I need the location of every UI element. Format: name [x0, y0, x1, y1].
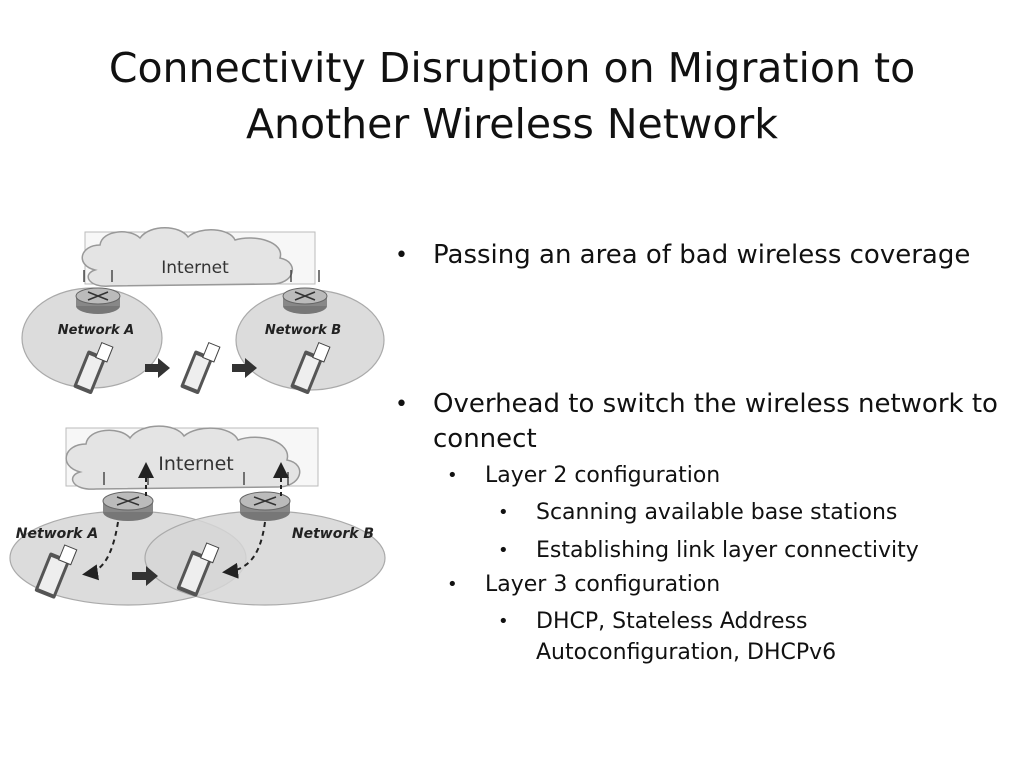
top-device-2-icon — [180, 341, 221, 394]
bullet-item: • Layer 3 configuration — [447, 571, 1005, 599]
bottom-panel: Internet Network A Network B — [9, 425, 386, 606]
top-network-b-label: Network B — [265, 323, 341, 338]
bottom-arrow-icon — [132, 566, 158, 586]
bottom-network-a-label: Network A — [16, 526, 98, 542]
bottom-network-b-label: Network B — [292, 526, 374, 542]
bullet-item: • Scanning available base stations — [498, 497, 1005, 528]
bullet-dot: • — [395, 392, 408, 417]
top-cloud — [81, 227, 294, 287]
bottom-device-2-icon — [176, 542, 220, 597]
top-device-3-icon — [290, 341, 331, 394]
bullet-item: • Overhead to switch the wireless networ… — [395, 387, 1005, 457]
bullet-dot: • — [395, 243, 408, 268]
bullet-text: Passing an area of bad wireless coverage — [433, 240, 971, 270]
bullet-item: • Establishing link layer connectivity — [498, 535, 1005, 566]
top-device-1-icon — [73, 341, 114, 394]
top-router-a-icon — [75, 270, 121, 314]
bullet-dot: • — [498, 540, 509, 561]
bottom-cloud-label: Internet — [158, 453, 233, 475]
bullet-dot: • — [498, 502, 509, 523]
bullet-dot: • — [447, 574, 458, 595]
bullet-text: Overhead to switch the wireless network … — [433, 389, 998, 454]
bullet-text: Establishing link layer connectivity — [536, 538, 919, 563]
bullet-dot: • — [447, 465, 458, 486]
migration-diagram: Internet Network A Network B — [9, 227, 386, 606]
bottom-link-b-icon — [222, 521, 266, 579]
top-panel: Internet Network A Network B — [21, 227, 385, 394]
title-line-2: Another Wireless Network — [245, 100, 779, 148]
bullet-text: Layer 2 configuration — [485, 463, 721, 488]
top-arrow-2-icon — [232, 358, 257, 378]
bullet-item: • Layer 2 configuration — [447, 462, 1005, 490]
bullet-item: • Passing an area of bad wireless covera… — [395, 238, 1005, 273]
top-router-b-icon — [282, 270, 328, 314]
bottom-router-b-icon — [239, 472, 291, 521]
bottom-device-1-icon — [34, 544, 78, 599]
bullet-list: • Passing an area of bad wireless covera… — [395, 238, 1005, 668]
bullet-text: DHCP, Stateless Address Autoconfiguratio… — [536, 609, 837, 665]
slide-title: Connectivity Disruption on Migration to … — [40, 40, 984, 152]
bullet-item: • DHCP, Stateless Address Autoconfigurat… — [498, 606, 1005, 668]
bottom-link-a-icon — [82, 521, 119, 581]
bullet-text: Scanning available base stations — [536, 500, 898, 525]
top-cloud-label: Internet — [161, 258, 229, 278]
title-line-1: Connectivity Disruption on Migration to — [108, 44, 916, 92]
bottom-router-a-icon — [102, 472, 154, 521]
top-network-a-label: Network A — [58, 323, 135, 338]
top-arrow-1-icon — [145, 358, 170, 378]
bullet-text: Layer 3 configuration — [485, 572, 721, 597]
bullet-dot: • — [498, 611, 509, 632]
